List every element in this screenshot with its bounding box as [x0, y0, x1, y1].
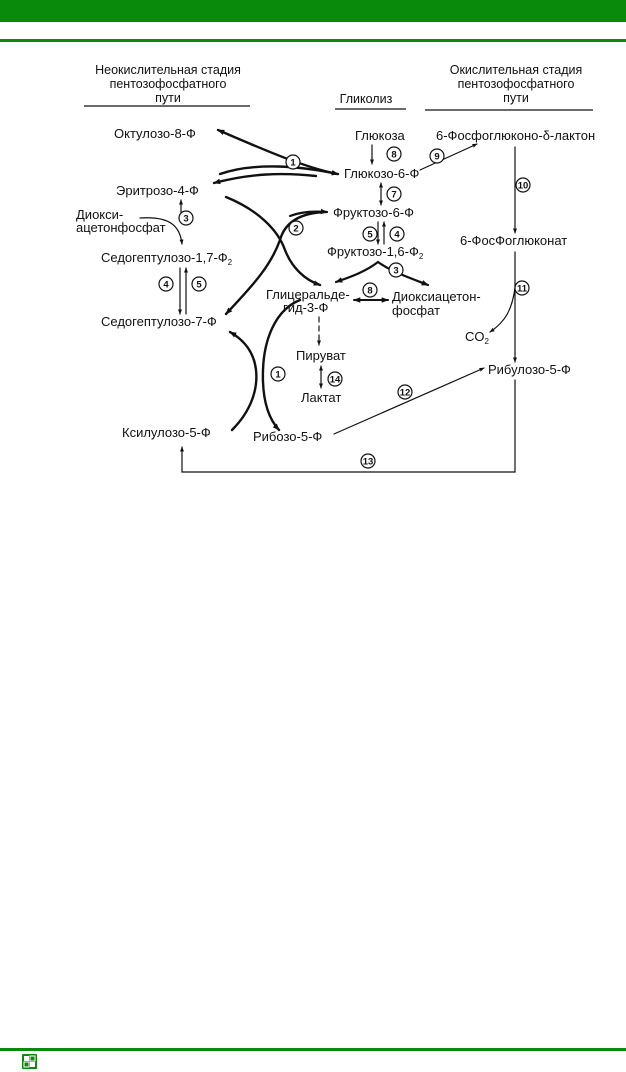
step-9: 9: [429, 148, 445, 164]
arrow-to-fructose-6p: [288, 208, 329, 218]
step-5-left: 5: [191, 276, 207, 292]
svg-text:4: 4: [163, 280, 169, 291]
reaction-arrows: [139, 128, 517, 473]
step-10: 10: [515, 177, 531, 193]
svg-text:1: 1: [290, 158, 296, 169]
svg-text:пути: пути: [155, 91, 181, 105]
svg-text:ацетонфосфат: ацетонфосфат: [76, 220, 166, 235]
svg-text:8: 8: [391, 150, 396, 161]
metabolite-glucose: Глюкоза: [355, 128, 406, 143]
step-13: 13: [360, 453, 376, 469]
step-4-left: 4: [158, 276, 174, 292]
svg-text:14: 14: [330, 375, 341, 386]
metabolite-glyceraldehyde-3p: Глицеральде- гид-3-Ф: [266, 287, 350, 315]
svg-text:пентозофосфатного: пентозофосфатного: [110, 77, 227, 91]
metabolite-dhap-right: Диоксиацетон- фосфат: [392, 289, 481, 318]
header-bar: [0, 0, 626, 22]
step-numbers: 1 8 9 7 10 3 2 5 4 3 4 5 8 11 1 14 12 13: [158, 146, 531, 469]
svg-text:Диоксиацетон-: Диоксиацетон-: [392, 289, 481, 304]
step-7: 7: [386, 186, 402, 202]
metabolite-phosphogluconate: 6-ФосФоглюконат: [460, 233, 567, 248]
svg-text:5: 5: [367, 230, 373, 241]
metabolite-ribose-5p: Рибозо-5-Ф: [253, 429, 322, 444]
book-logo-icon: [22, 1054, 37, 1069]
svg-text:пути: пути: [503, 91, 529, 105]
header-glycolysis: Гликолиз: [340, 92, 393, 106]
step-8-mid: 8: [362, 282, 378, 298]
svg-text:7: 7: [391, 190, 396, 201]
step-14: 14: [327, 371, 343, 387]
footer-rule: [0, 1048, 626, 1051]
step-3-left: 3: [178, 210, 194, 226]
step-1-bottom: 1: [270, 366, 286, 382]
svg-text:Глицеральде-: Глицеральде-: [266, 287, 350, 302]
metabolite-fructose-6p: Фруктозо-6-Ф: [333, 205, 414, 220]
arrow-transaldolase-to-gap: [224, 195, 322, 287]
metabolite-glucose-6p: Глюкозо-6-Ф: [344, 166, 419, 181]
header-oxidative: Окислительная стадия пентозофосфатного п…: [450, 63, 583, 105]
metabolite-pyruvate: Пируват: [296, 348, 346, 363]
metabolite-sedoheptulose-bisphosphate: Седогептулозо-1,7-Ф2: [101, 250, 233, 267]
svg-text:1: 1: [275, 370, 281, 381]
step-1-top: 1: [285, 154, 301, 170]
svg-text:3: 3: [393, 266, 398, 277]
step-11: 11: [514, 280, 530, 296]
svg-text:5: 5: [196, 280, 202, 291]
step-2: 2: [288, 220, 304, 236]
step-5-right: 5: [362, 226, 378, 242]
header-rule: [0, 39, 626, 42]
metabolite-lactate: Лактат: [301, 390, 341, 405]
metabolite-octulose: Октулозо-8-Ф: [114, 126, 196, 141]
metabolite-erythrose: Эритрозо-4-Ф: [116, 183, 199, 198]
arrow-to-erythrose: [212, 172, 318, 185]
svg-text:пентозофосфатного: пентозофосфатного: [458, 77, 575, 91]
svg-text:фосфат: фосфат: [392, 303, 440, 318]
header-nonoxidative: Неокислительная стадия пентозофосфатного…: [95, 63, 241, 105]
metabolite-xylulose-5p: Ксилулозо-5-Ф: [122, 425, 211, 440]
metabolite-co2: CO2: [465, 329, 490, 346]
metabolite-dhap-left: Диокси- ацетонфосфат: [76, 207, 166, 235]
arrow-transketolase-to-glucose-6p: [218, 165, 340, 176]
metabolite-fructose-bisphosphate: Фруктозо-1,6-Ф2: [327, 244, 424, 261]
metabolite-lactone: 6-Фосфоглюконо-δ-лактон: [436, 128, 595, 143]
svg-text:Неокислительная стадия: Неокислительная стадия: [95, 63, 241, 77]
svg-text:10: 10: [518, 181, 529, 192]
step-3-right: 3: [388, 262, 404, 278]
svg-text:Окислительная стадия: Окислительная стадия: [450, 63, 583, 77]
svg-text:12: 12: [400, 388, 411, 399]
svg-text:2: 2: [293, 224, 298, 235]
svg-text:Диокси-: Диокси-: [76, 207, 123, 222]
svg-text:8: 8: [367, 286, 372, 297]
step-12: 12: [397, 384, 413, 400]
svg-text:13: 13: [363, 457, 374, 468]
svg-text:гид-3-Ф: гид-3-Ф: [283, 300, 328, 315]
svg-text:4: 4: [394, 230, 400, 241]
svg-text:3: 3: [183, 214, 188, 225]
metabolite-ribulose-5p: Рибулозо-5-Ф: [488, 362, 571, 377]
metabolite-sedoheptulose-7p: Седогептулозо-7-Ф: [101, 314, 217, 329]
svg-text:11: 11: [517, 284, 528, 295]
step-4-right: 4: [389, 226, 405, 242]
step-8-top: 8: [386, 146, 402, 162]
svg-text:9: 9: [434, 152, 439, 163]
